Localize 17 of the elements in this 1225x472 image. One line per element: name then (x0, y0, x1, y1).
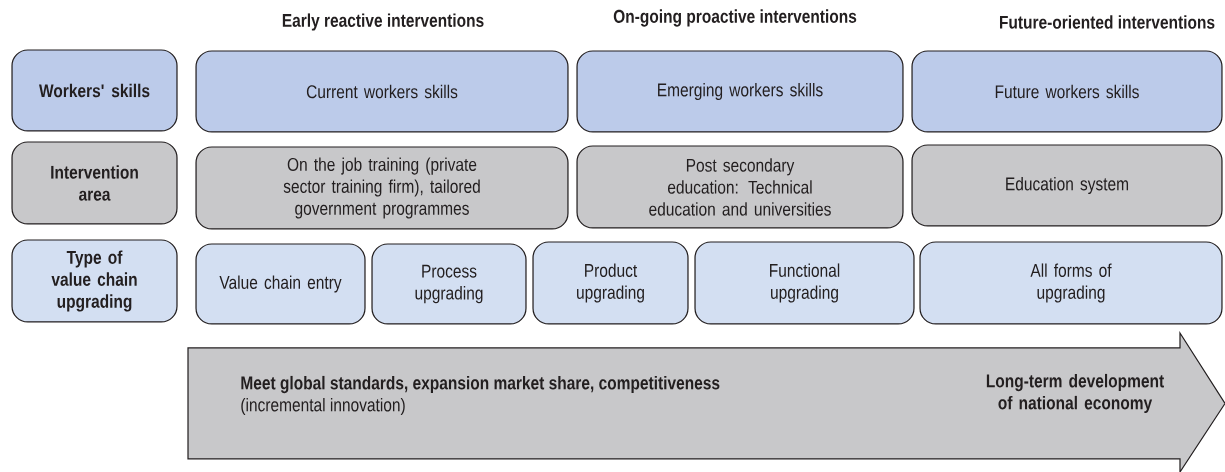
column-heading: Future-oriented interventions (1000, 15, 1215, 29)
row-header-box: Intervention area (11, 141, 178, 225)
rounded-box: Process upgrading (371, 243, 527, 325)
rounded-box: On the job training (private sector training firm), tailored government programmes (195, 146, 569, 230)
rounded-box: All forms of upgrading (919, 241, 1223, 325)
rounded-box: Product upgrading (532, 241, 689, 325)
rounded-box: Emerging workers skills (576, 50, 904, 133)
rounded-box: Education system (911, 144, 1223, 227)
rounded-box: Functional upgrading (694, 241, 915, 325)
rounded-box: Value chain entry (195, 243, 366, 325)
column-heading: Early reactive interventions (282, 13, 484, 31)
rounded-box: Current workers skills (195, 50, 569, 133)
row-header-box: Workers' skills (11, 49, 178, 132)
rounded-box: Post secondary education: Technical education and universities (576, 145, 904, 229)
row-header-box: Type of value chain upgrading (11, 239, 178, 323)
rounded-box: Future workers skills (911, 50, 1223, 133)
column-heading: On-going proactive interventions (613, 9, 857, 27)
